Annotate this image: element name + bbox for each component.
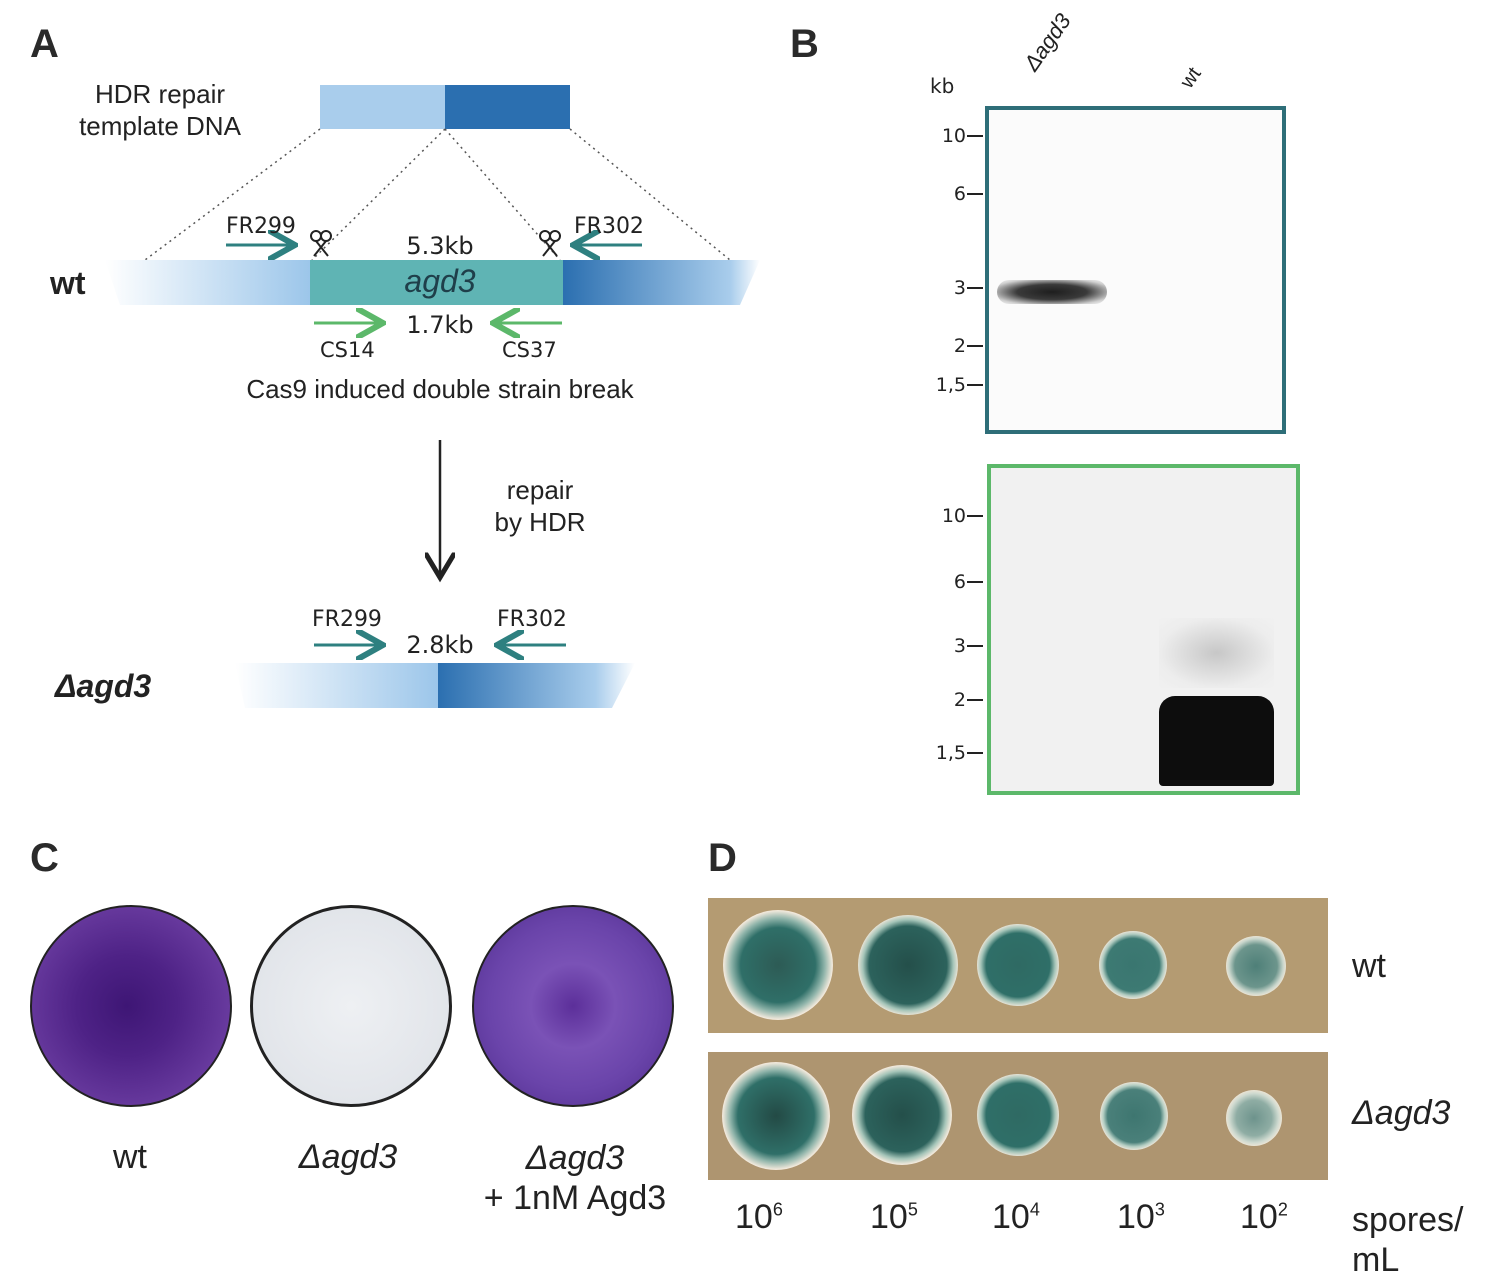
wt-size-label: 5.3kb [406, 232, 474, 260]
blot-top-tick-label: 1,5 [935, 374, 966, 396]
row-label-agd3: Δagd3 [1352, 1094, 1451, 1132]
dilution-base: 10 [870, 1198, 908, 1236]
cs14-label: CS14 [320, 338, 375, 362]
repair-label: repair by HDR [470, 474, 610, 538]
unit-label: spores/ mL [1352, 1200, 1464, 1280]
blot-tick-marks [967, 135, 983, 754]
blot-top-band [997, 280, 1107, 304]
panel-d-letter: D [708, 836, 737, 880]
colony-agd3-1e3 [1100, 1082, 1168, 1150]
lane-label-agd3: Δagd3 [1018, 8, 1076, 76]
panel-a-letter: A [30, 22, 59, 66]
blot-bottom-tick-label: 10 [941, 505, 966, 527]
agd3-gene-box [310, 260, 563, 305]
dilution-exponent: 2 [1277, 1199, 1288, 1220]
plate-rescue-label-line2: + 1nM Agd3 [483, 1179, 667, 1217]
blot-top-tick-label: 6 [953, 183, 966, 205]
template-label-line2: template DNA [79, 111, 241, 141]
blot-bottom-tick-label: 3 [953, 635, 966, 657]
dilution-label: 103 [1117, 1198, 1165, 1237]
mutant-row-label: Δagd3 [55, 668, 152, 704]
colony-agd3-1e4 [977, 1074, 1059, 1156]
panel-c-letter: C [30, 836, 59, 880]
template-label: HDR repair template DNA [60, 78, 260, 142]
wt-right-flank [563, 260, 760, 305]
colony-agd3-1e5 [852, 1065, 952, 1165]
dilution-base: 10 [1240, 1198, 1278, 1236]
dilution-label: 102 [1240, 1198, 1288, 1237]
unit-label-line1: spores/ [1352, 1201, 1464, 1239]
dilution-base: 10 [1117, 1198, 1155, 1236]
blot-top-tick-label: 10 [941, 125, 966, 147]
repair-label-line2: by HDR [494, 507, 586, 537]
colony-wt-1e2 [1226, 936, 1286, 996]
dilution-label: 104 [992, 1198, 1040, 1237]
blot-bottom-tick-label: 1,5 [935, 742, 966, 764]
template-left-arm [320, 85, 445, 129]
wt-row-label: wt [50, 265, 86, 301]
dilution-exponent: 3 [1154, 1199, 1165, 1220]
blot-bottom-smear [1159, 618, 1274, 688]
blot-bottom-tick-label: 2 [953, 689, 966, 711]
plate-agd3 [250, 905, 452, 1107]
hdr-schematic [105, 85, 760, 708]
lane-label-wt: wt [1176, 63, 1206, 93]
blot-bottom [987, 464, 1300, 795]
colony-wt-1e5 [858, 915, 958, 1015]
fr299-label: FR299 [226, 214, 296, 239]
mutant-size-label: 2.8kb [406, 631, 474, 659]
internal-size-label: 1.7kb [406, 311, 474, 339]
agd3-gene-label: agd3 [404, 263, 476, 299]
colony-wt-1e4 [977, 924, 1059, 1006]
mutant-fr302-label: FR302 [497, 607, 567, 632]
dilution-exponent: 5 [907, 1199, 918, 1220]
dilution-base: 10 [735, 1198, 773, 1236]
colony-wt-1e6 [723, 910, 833, 1020]
plate-wt-label: wt [113, 1138, 147, 1176]
plate-rescue-label: Δagd3 + 1nM Agd3 [455, 1138, 695, 1218]
wt-left-flank [105, 260, 310, 305]
dilution-exponent: 4 [1029, 1199, 1040, 1220]
plate-agd3-label: Δagd3 [298, 1138, 398, 1176]
unit-label-line2: mL [1352, 1241, 1400, 1279]
template-label-line1: HDR repair [94, 79, 226, 109]
dilution-label: 106 [735, 1198, 783, 1237]
scissors-icon [539, 230, 561, 257]
colony-wt-1e3 [1099, 931, 1167, 999]
kb-label: kb [930, 74, 955, 98]
template-right-arm [445, 85, 570, 129]
break-caption: Cas9 induced double strain break [246, 374, 634, 404]
dilution-base: 10 [992, 1198, 1030, 1236]
mutant-fr299-label: FR299 [312, 607, 382, 632]
plate-wt [30, 905, 232, 1107]
dilution-exponent: 6 [772, 1199, 783, 1220]
scissors-icon [310, 230, 332, 257]
cs37-label: CS37 [502, 338, 557, 362]
fr302-label: FR302 [574, 214, 644, 239]
colony-agd3-1e6 [722, 1062, 830, 1170]
panel-b-letter: B [790, 22, 819, 66]
blot-top-tick-label: 2 [953, 335, 966, 357]
plate-rescue-label-line1: Δagd3 [525, 1139, 625, 1177]
mutant-right-flank [438, 663, 635, 708]
plate-agd3-rescue [472, 905, 674, 1107]
blot-top [985, 106, 1286, 434]
mutant-left-flank [235, 663, 438, 708]
blot-bottom-band [1159, 696, 1274, 786]
blot-bottom-tick-label: 6 [953, 571, 966, 593]
row-label-wt: wt [1352, 947, 1386, 985]
blot-top-tick-label: 3 [953, 277, 966, 299]
colony-agd3-1e2 [1226, 1090, 1282, 1146]
repair-label-line1: repair [506, 475, 574, 505]
dilution-label: 105 [870, 1198, 918, 1237]
